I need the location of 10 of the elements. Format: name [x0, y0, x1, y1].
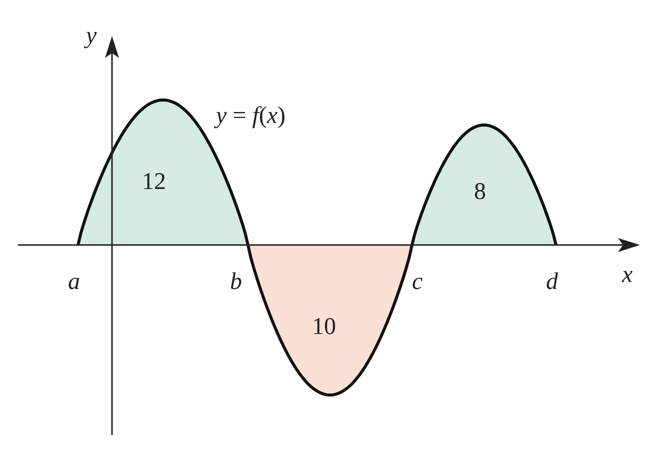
point-label: c: [412, 270, 423, 294]
axis-label: y: [86, 24, 97, 48]
area-value: 10: [312, 315, 336, 339]
area-value: 8: [474, 180, 486, 204]
function-label: y = f(x): [216, 104, 286, 128]
point-label: a: [68, 270, 80, 294]
area-value: 12: [142, 170, 166, 194]
point-label: d: [546, 270, 558, 294]
point-label: b: [230, 270, 242, 294]
axis-label: x: [622, 263, 633, 287]
